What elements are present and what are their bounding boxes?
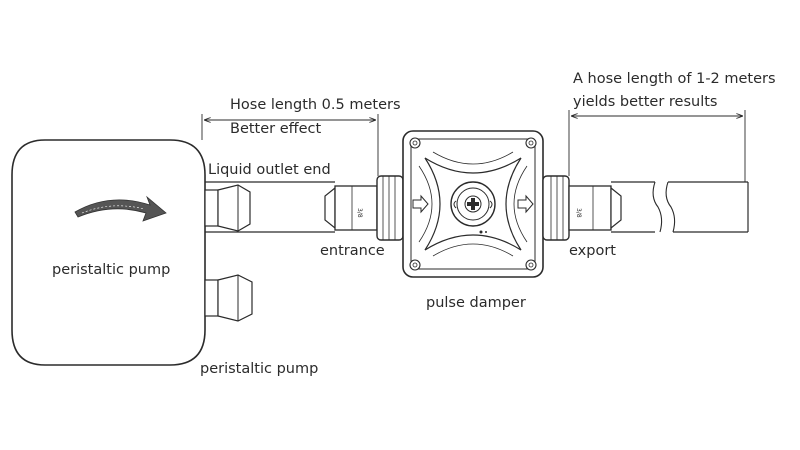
pulse-damper-label: pulse damper — [426, 295, 526, 311]
liquid-outlet-label: Liquid outlet end — [208, 162, 331, 178]
svg-text:3/8: 3/8 — [356, 208, 363, 218]
pulse-damper-body — [402, 130, 544, 278]
rotation-arrow-icon — [74, 195, 167, 222]
entrance-fitting: 3/8 — [324, 175, 404, 241]
export-label: export — [569, 243, 616, 259]
peristaltic-pump — [11, 139, 206, 366]
pump-inlet-nozzle — [204, 274, 253, 322]
hose-long-effect-label: yields better results — [573, 94, 718, 110]
entrance-label: entrance — [320, 243, 385, 259]
svg-text:3/8: 3/8 — [575, 208, 582, 218]
pump-caption-label: peristaltic pump — [200, 361, 319, 377]
hose-short-effect-label: Better effect — [230, 121, 322, 137]
hose-short-length-label: Hose length 0.5 meters — [230, 97, 401, 113]
pump-inner-label: peristaltic pump — [52, 262, 171, 278]
dimension-short-hose — [201, 114, 379, 176]
flow-arrow-left-icon — [412, 194, 429, 214]
short-hose — [205, 181, 335, 233]
hose-long-length-label: A hose length of 1-2 meters — [573, 71, 776, 87]
pump-outlet-nozzle — [204, 184, 251, 232]
long-hose — [611, 181, 749, 233]
center-screw-icon — [464, 195, 482, 213]
flow-arrow-right-icon — [517, 194, 534, 214]
dimension-long-hose — [568, 110, 746, 182]
export-fitting: 3/8 — [542, 175, 622, 241]
